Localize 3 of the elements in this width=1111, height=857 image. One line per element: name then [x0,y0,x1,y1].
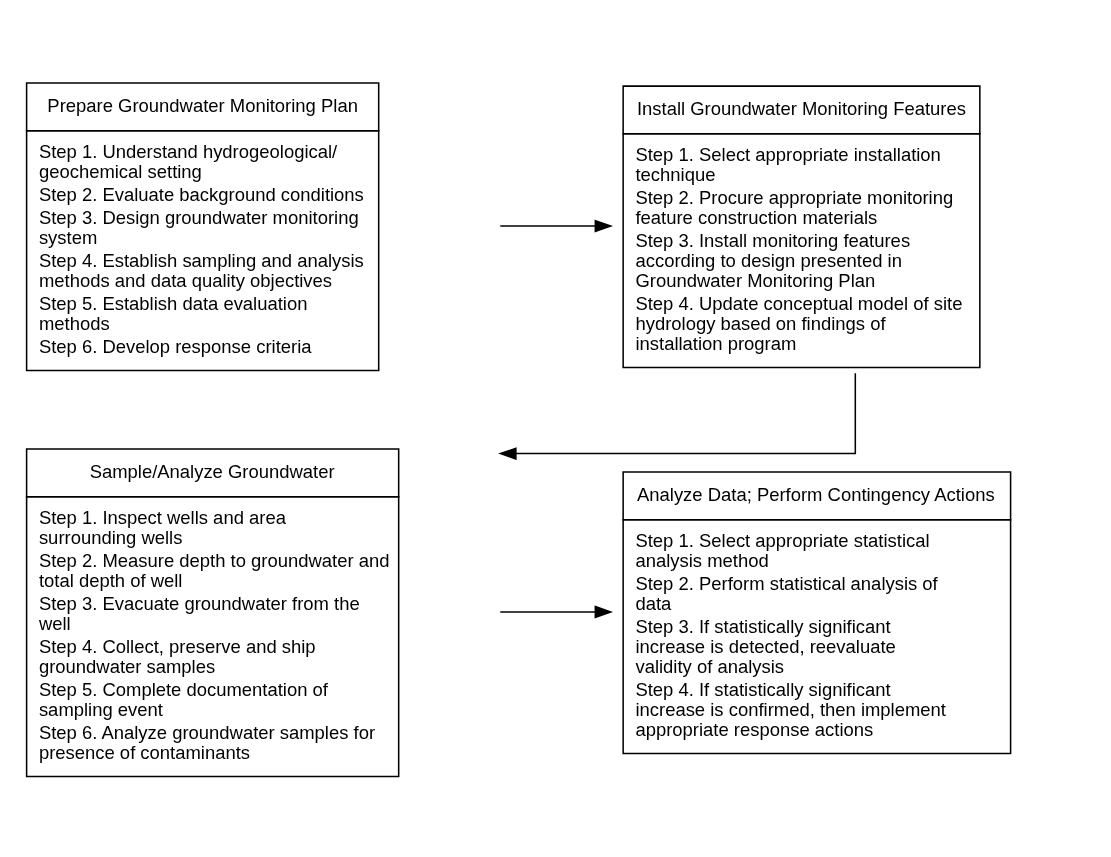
arrow [499,605,614,618]
arrow [498,372,857,460]
arrow [499,219,614,232]
